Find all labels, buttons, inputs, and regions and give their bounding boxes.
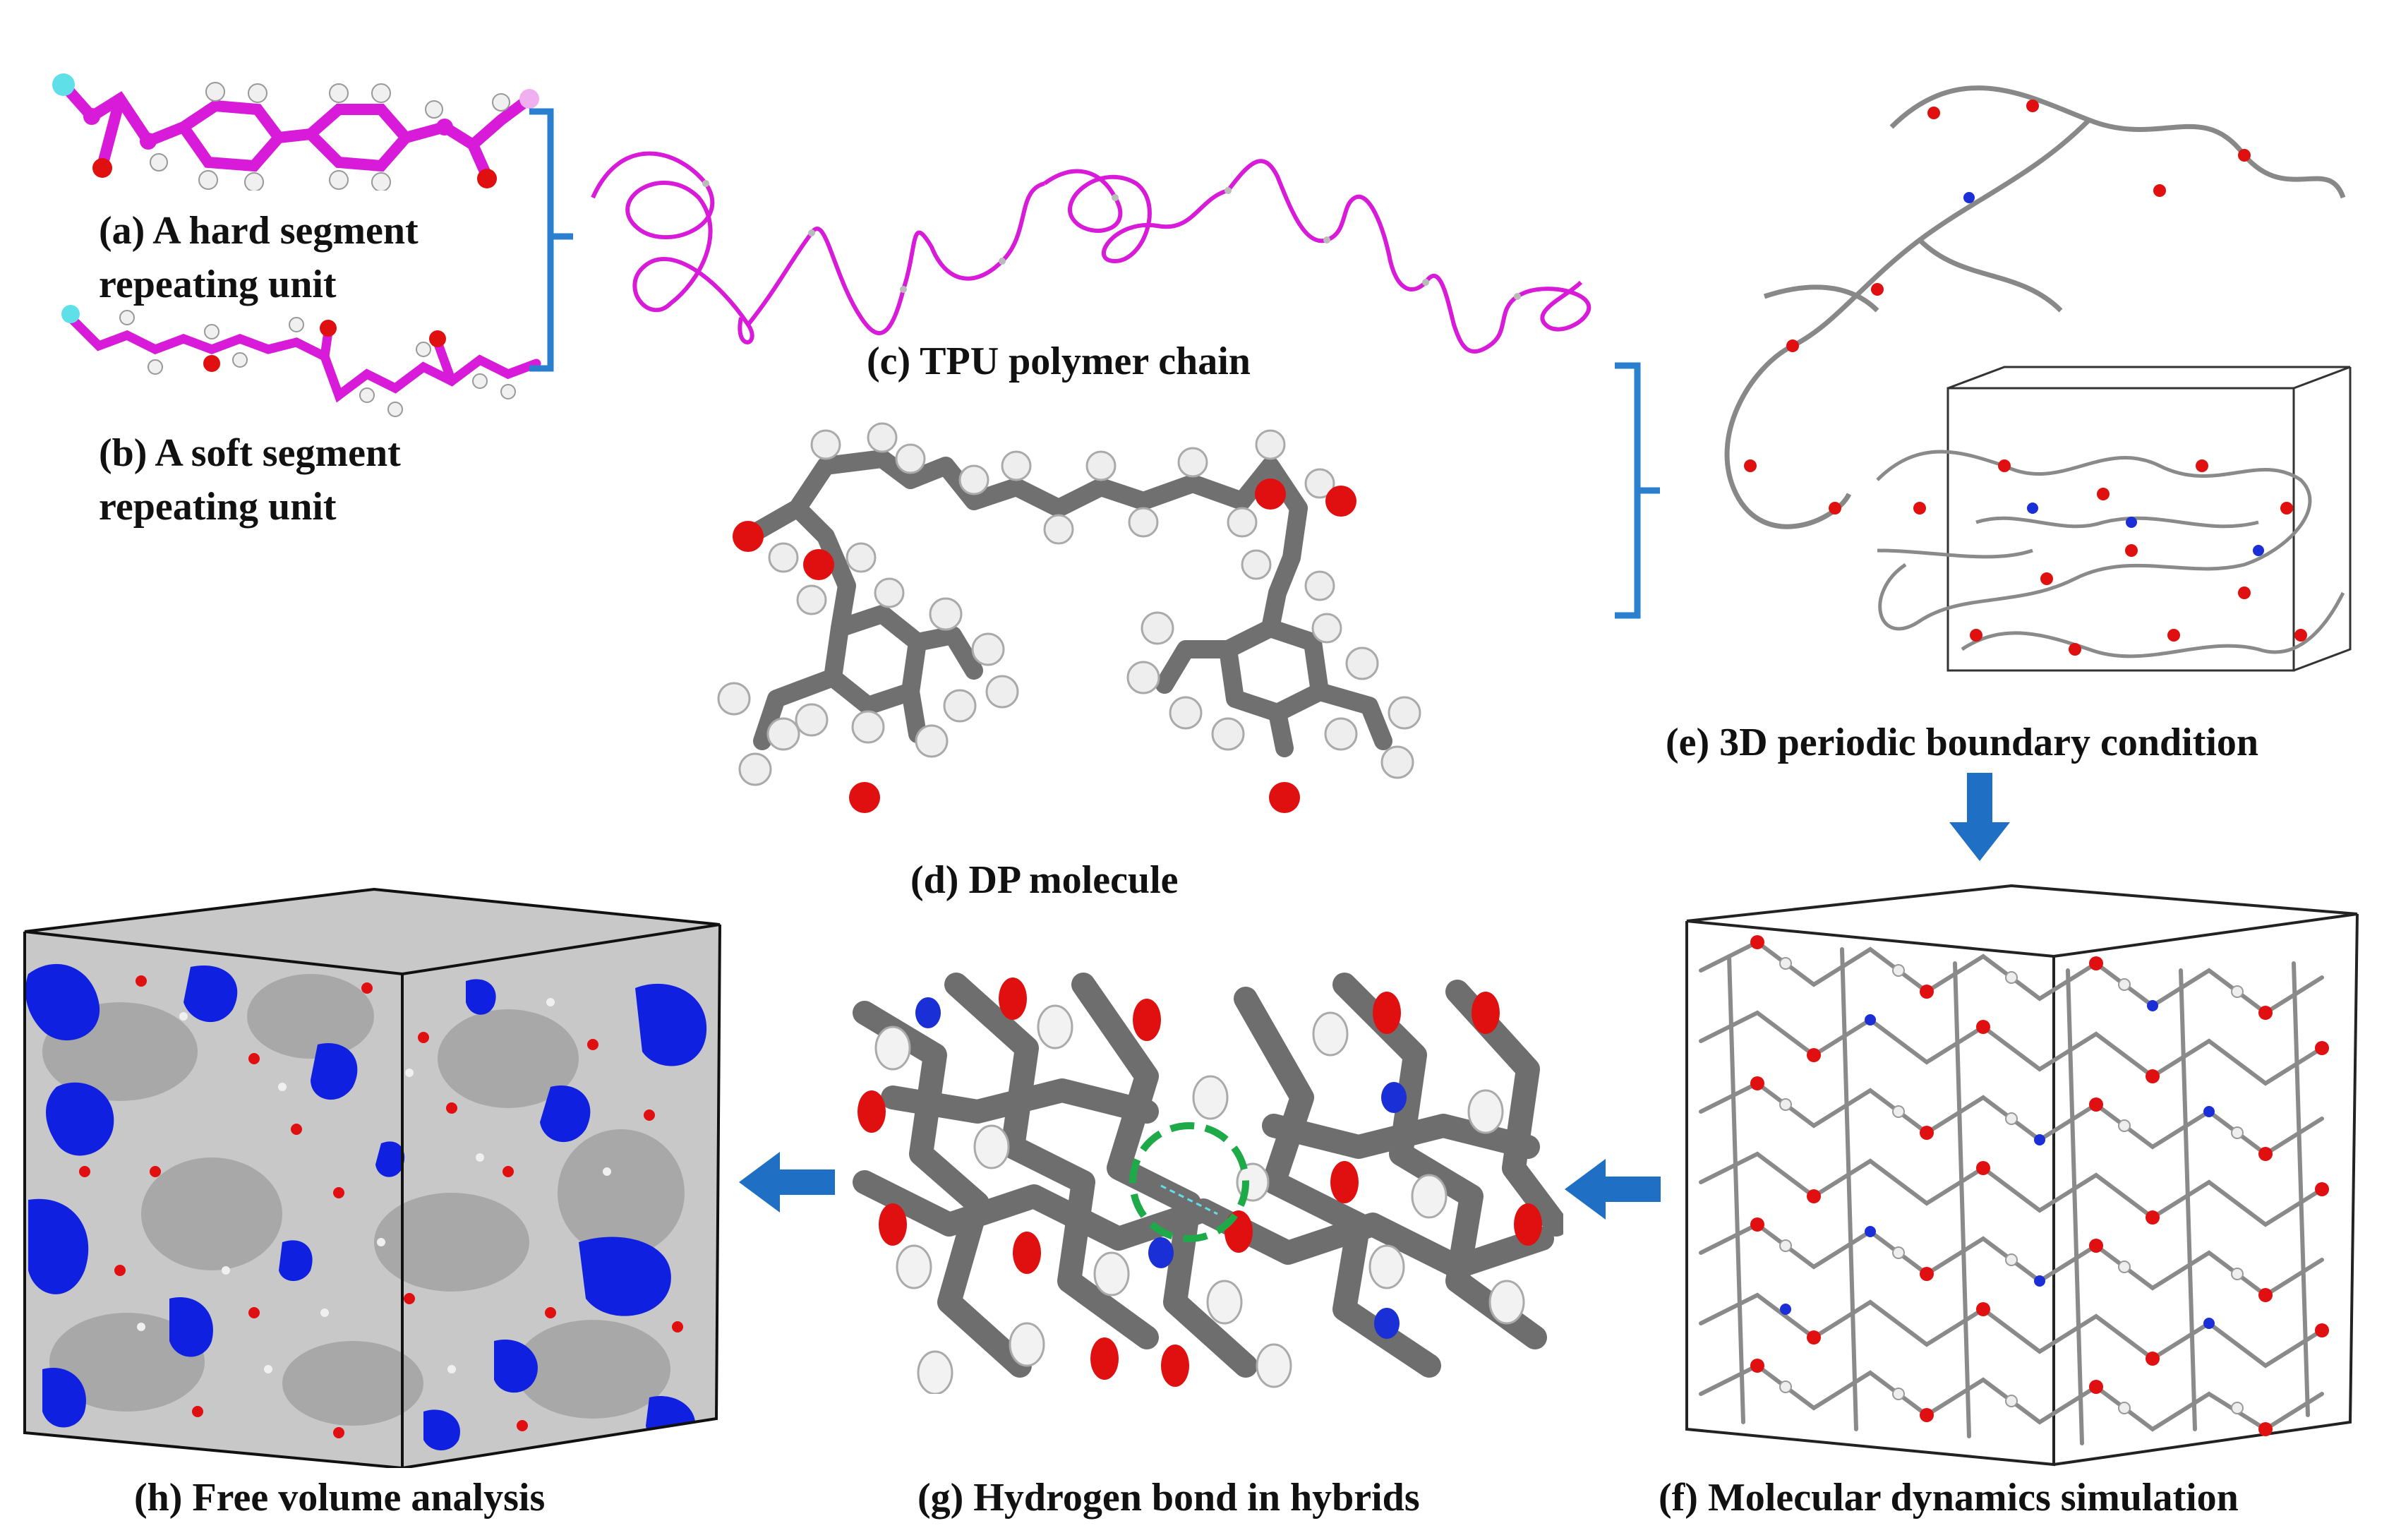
label-a-line1: (a) A hard segment — [99, 209, 419, 253]
label-b-line2: repeating unit — [99, 484, 337, 529]
arrow-left-icon — [1563, 1157, 1662, 1221]
hard-segment-molecule — [42, 49, 550, 191]
label-d: (d) DP molecule — [910, 858, 1179, 902]
dp-molecule — [706, 416, 1440, 826]
bracket-icon — [522, 106, 579, 374]
label-f: (f) Molecular dynamics simulation — [1659, 1476, 2239, 1520]
label-e: (e) 3D periodic boundary condition — [1666, 721, 2259, 764]
free-volume-box — [14, 875, 727, 1468]
bracket-icon-2 — [1609, 360, 1666, 621]
label-b: (b) A soft segment repeating unit — [99, 427, 401, 534]
label-c: (c) TPU polymer chain — [867, 339, 1251, 383]
tpu-polymer-chain — [579, 120, 1609, 402]
hydrogen-bond-closeup — [850, 970, 1563, 1394]
label-a: (a) A hard segment repeating unit — [99, 205, 419, 311]
label-h: (h) Free volume analysis — [134, 1476, 546, 1520]
arrow-left-icon-2 — [738, 1150, 836, 1214]
md-simulation-box — [1673, 872, 2385, 1472]
label-b-line1: (b) A soft segment — [99, 431, 401, 475]
label-g: (g) Hydrogen bond in hybrids — [917, 1476, 1420, 1520]
hydrogen-bond-highlight — [1129, 1122, 1249, 1242]
arrow-down-icon — [1948, 773, 2011, 865]
periodic-boundary-structure — [1666, 14, 2371, 720]
soft-segment-molecule — [42, 296, 550, 423]
label-a-line2: repeating unit — [99, 262, 337, 306]
